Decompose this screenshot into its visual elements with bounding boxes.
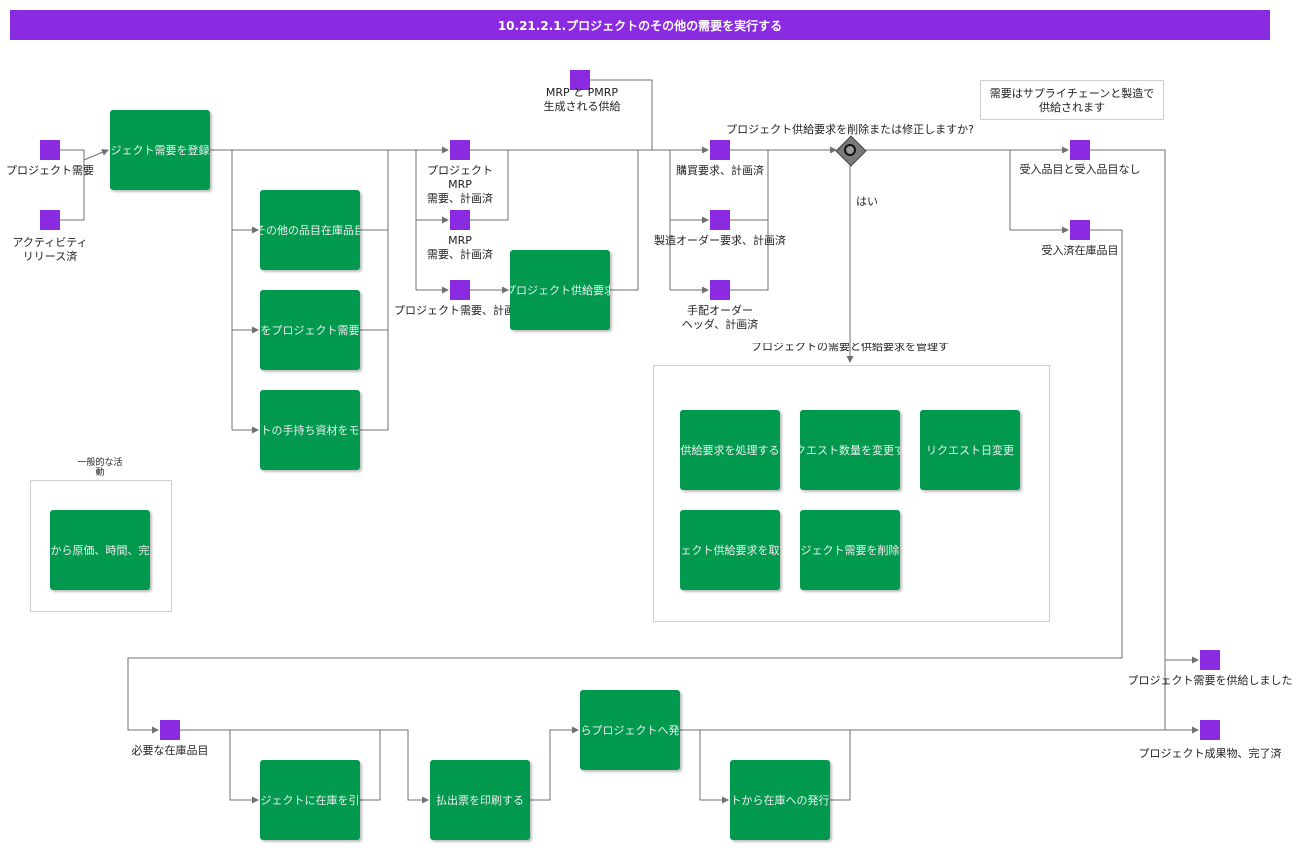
object-label: プロジェクト成果物、完了済: [1138, 747, 1282, 760]
data-object-demand-supplied[interactable]: [1200, 650, 1220, 670]
gateway-question: プロジェクト供給要求を削除または修正しますか?: [726, 123, 974, 136]
task-reserve-stock[interactable]: ジェクトに在庫を引: [260, 760, 360, 840]
connector: [610, 150, 639, 291]
task-on-hand-material[interactable]: トの手持ち資材をモ: [260, 390, 360, 470]
subprocess-frame: [653, 365, 1050, 622]
object-label: プロジェクト需要: [6, 164, 94, 177]
page-title: 10.21.2.1.プロジェクトのその他の需要を実行する: [10, 10, 1270, 40]
data-object-no-received[interactable]: [1070, 140, 1090, 160]
object-label: 手配オーダー ヘッダ、計画済: [681, 304, 759, 331]
connector: [590, 79, 653, 150]
connector: [360, 729, 429, 804]
data-object-mfg-order-req[interactable]: [710, 210, 730, 230]
data-object-project-demand[interactable]: [40, 140, 60, 160]
task-supply-request[interactable]: プロジェクト供給要求: [510, 250, 610, 330]
connector: [180, 729, 259, 804]
task-change-quantity[interactable]: クエスト数量を変更す: [800, 410, 900, 490]
gateway-event-icon: [844, 144, 856, 156]
gateway-yes-label: はい: [856, 195, 878, 208]
data-object-deliverable-done[interactable]: [1200, 720, 1220, 740]
data-object-mrp-pmrp-supply[interactable]: [570, 70, 590, 90]
object-label: MRP と PMRP 生成される供給: [543, 86, 621, 113]
connector: [699, 730, 729, 804]
data-object-purchase-req[interactable]: [710, 140, 730, 160]
object-label: プロジェクト需要、計画済: [394, 304, 526, 317]
data-object-project-mrp-demand[interactable]: [450, 140, 470, 160]
task-delete-demand[interactable]: ジェクト需要を削除: [800, 510, 900, 590]
connector: [1009, 150, 1069, 234]
object-label: アクティビティ リリース済: [12, 236, 88, 263]
task-issue-to-stock[interactable]: トから在庫への発行: [730, 760, 830, 840]
task-general-cost-time[interactable]: から原価、時間、完: [50, 510, 150, 590]
data-object-activity-released[interactable]: [40, 210, 60, 230]
data-object-arrange-order[interactable]: [710, 280, 730, 300]
object-label: 必要な在庫品目: [131, 744, 209, 757]
connector: [60, 152, 85, 221]
task-cancel-supply[interactable]: ェクト供給要求を取: [680, 510, 780, 590]
connector: [530, 726, 579, 801]
connector: [360, 230, 389, 331]
object-label: プロジェクト需要を供給しました: [1127, 674, 1293, 687]
object-label: 製造オーダー要求、計画済: [654, 234, 786, 247]
object-label: 受入品目と受入品目なし: [1019, 163, 1141, 176]
data-object-required-stock[interactable]: [160, 720, 180, 740]
connector: [360, 330, 389, 431]
object-label: プロジェクト MRP 需要、計画済: [427, 164, 493, 205]
annotation-note: 需要はサプライチェーンと製造で 供給されます: [980, 80, 1164, 120]
task-issue-to-project[interactable]: らプロジェクトへ発: [580, 690, 680, 770]
task-other-stock[interactable]: その他の品目在庫品目: [260, 190, 360, 270]
connector: [830, 730, 851, 801]
task-register-demand[interactable]: ジェクト需要を登録: [110, 110, 210, 190]
task-print-slip[interactable]: 払出票を印刷する: [430, 760, 530, 840]
object-label: 受入済在庫品目: [1041, 244, 1119, 257]
object-label: 購買要求、計画済: [676, 164, 764, 177]
connector: [470, 149, 509, 221]
connector: [127, 229, 1123, 734]
general-activity-frame: [30, 480, 172, 612]
data-object-project-demand-planned[interactable]: [450, 280, 470, 300]
connector: [360, 150, 389, 231]
subprocess-label: プロジェクトの需要と供給要求を管理す: [751, 343, 949, 353]
task-to-project-demand[interactable]: をプロジェクト需要: [260, 290, 360, 370]
object-label: MRP 需要、計画済: [427, 234, 493, 261]
task-process-supply[interactable]: 供給要求を処理する: [680, 410, 780, 490]
data-object-mrp-demand[interactable]: [450, 210, 470, 230]
data-object-received-stock[interactable]: [1070, 220, 1090, 240]
connector: [1090, 149, 1166, 730]
task-change-date[interactable]: リクエスト日変更: [920, 410, 1020, 490]
general-activity-label: 一般的な活 動: [77, 458, 123, 478]
